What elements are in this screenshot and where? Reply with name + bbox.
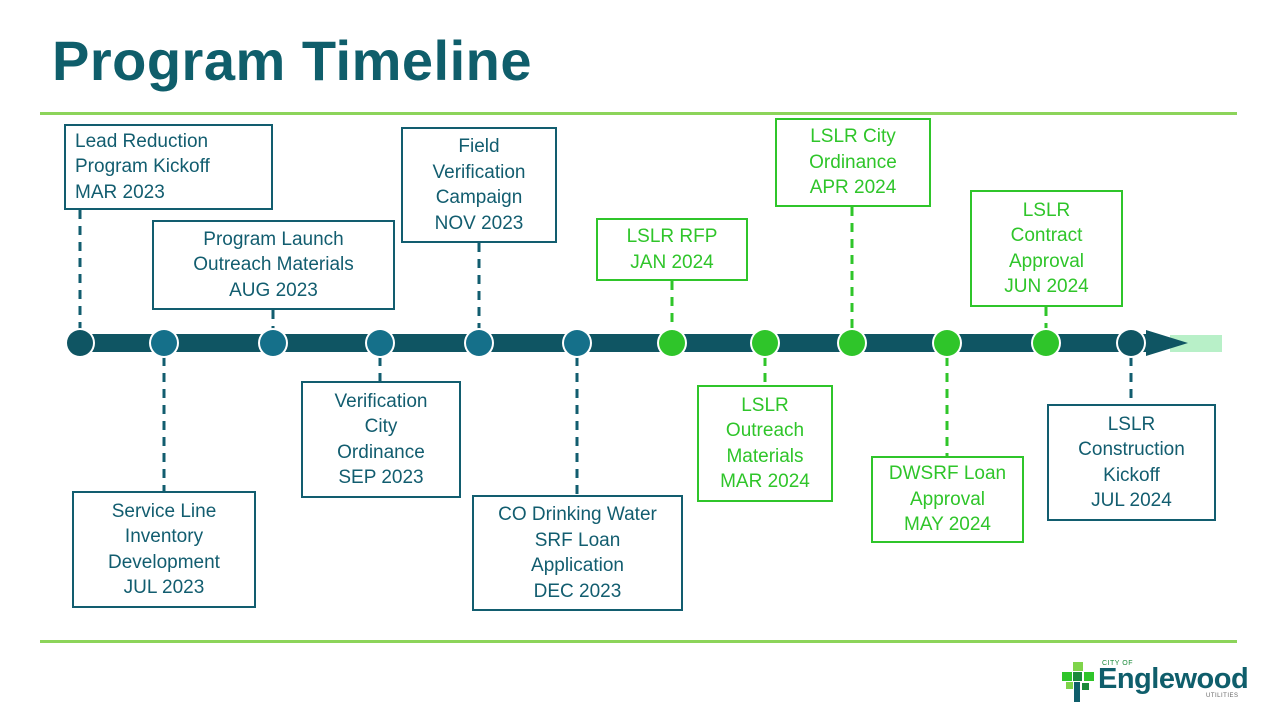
milestone-text-line: JUL 2024 xyxy=(1091,490,1172,511)
milestone-text-line: Contract xyxy=(1010,225,1083,246)
milestone-dot xyxy=(934,330,960,356)
milestone-text-line: APR 2024 xyxy=(809,177,897,199)
milestone-text-line: LSLR xyxy=(1022,199,1071,221)
logo-name-text: Englewood xyxy=(1098,663,1249,695)
top-divider xyxy=(40,112,1237,115)
tree-logo-icon xyxy=(1062,662,1094,702)
milestone-text-line: DEC 2023 xyxy=(533,580,622,602)
milestone-text-line: DWSRF Loan xyxy=(888,463,1007,485)
milestone-dot xyxy=(1033,330,1059,356)
milestone-dot xyxy=(659,330,685,356)
milestone-text-line: Ordinance xyxy=(337,441,425,463)
milestone-text-line: LSLR xyxy=(1107,413,1156,435)
milestone-dot xyxy=(151,330,177,356)
timeline-bar xyxy=(72,334,1152,352)
milestone-text-line: CO Drinking Water xyxy=(498,504,657,525)
englewood-logo: CITY OF Englewood UTILITIES xyxy=(1058,660,1249,702)
milestone-text-line: JUN 2024 xyxy=(1004,276,1089,297)
milestone-text-line: Inventory xyxy=(124,526,204,547)
milestone-dot xyxy=(260,330,286,356)
milestone-dot xyxy=(466,330,492,356)
milestone-text-line: Ordinance xyxy=(809,151,897,173)
milestone-dot xyxy=(367,330,393,356)
logo-city-text: CITY OF xyxy=(1102,660,1133,667)
milestone-text-line: Verification xyxy=(432,161,526,183)
milestone-dot xyxy=(564,330,590,356)
milestone-text-line: JAN 2024 xyxy=(630,251,714,273)
milestone-text-line: Program Kickoff xyxy=(75,156,210,178)
milestone-text-line: Application xyxy=(531,555,624,576)
milestone-text-line: Approval xyxy=(910,488,985,510)
milestone-text-line: LSLR RFP xyxy=(626,226,718,247)
milestone-text-line: AUG 2023 xyxy=(229,279,318,301)
milestone-text-line: City xyxy=(364,416,398,437)
milestone-text-line: Materials xyxy=(726,445,804,467)
page-title: Program Timeline xyxy=(52,29,533,92)
timeline-bar-tail xyxy=(1170,335,1222,352)
milestone-text-line: Outreach Materials xyxy=(193,254,354,276)
logo-sub-text: UTILITIES xyxy=(1206,693,1239,699)
milestone-text-line: NOV 2023 xyxy=(434,212,524,234)
milestone-text-line: MAR 2024 xyxy=(720,471,810,492)
milestone-text-line: SRF Loan xyxy=(534,529,621,551)
milestone-text-line: Outreach xyxy=(725,420,805,441)
milestone-text-line: Service Line xyxy=(111,500,217,522)
milestone-text-line: MAR 2023 xyxy=(75,181,165,203)
milestone-dot xyxy=(1118,330,1144,356)
milestone-text-line: Field xyxy=(458,136,500,157)
milestone-text-line: LSLR City xyxy=(810,126,896,148)
milestone-dot xyxy=(839,330,865,356)
milestone-text-line: Program Launch xyxy=(203,228,344,250)
milestone-text-line: Verification xyxy=(334,390,428,412)
milestone-text-line: JUL 2023 xyxy=(123,577,205,598)
milestone-text-line: MAY 2024 xyxy=(904,514,991,536)
milestone-text-line: Approval xyxy=(1009,250,1084,272)
milestone-dot xyxy=(67,330,93,356)
milestone-box: LSLR RFP JAN 2024 xyxy=(596,218,748,281)
timeline-arrow xyxy=(1146,330,1188,356)
milestone-dot xyxy=(752,330,778,356)
milestone-text-line: SEP 2023 xyxy=(338,467,424,488)
milestone-text-line: Lead Reduction xyxy=(75,130,209,152)
milestone-text-line: Development xyxy=(108,551,220,573)
bottom-divider xyxy=(40,640,1237,643)
milestone-text-line: LSLR xyxy=(741,394,789,416)
milestone-text-line: Campaign xyxy=(435,187,523,208)
milestone-text-line: Kickoff xyxy=(1103,464,1160,486)
milestone-text-line: Construction xyxy=(1078,439,1185,460)
